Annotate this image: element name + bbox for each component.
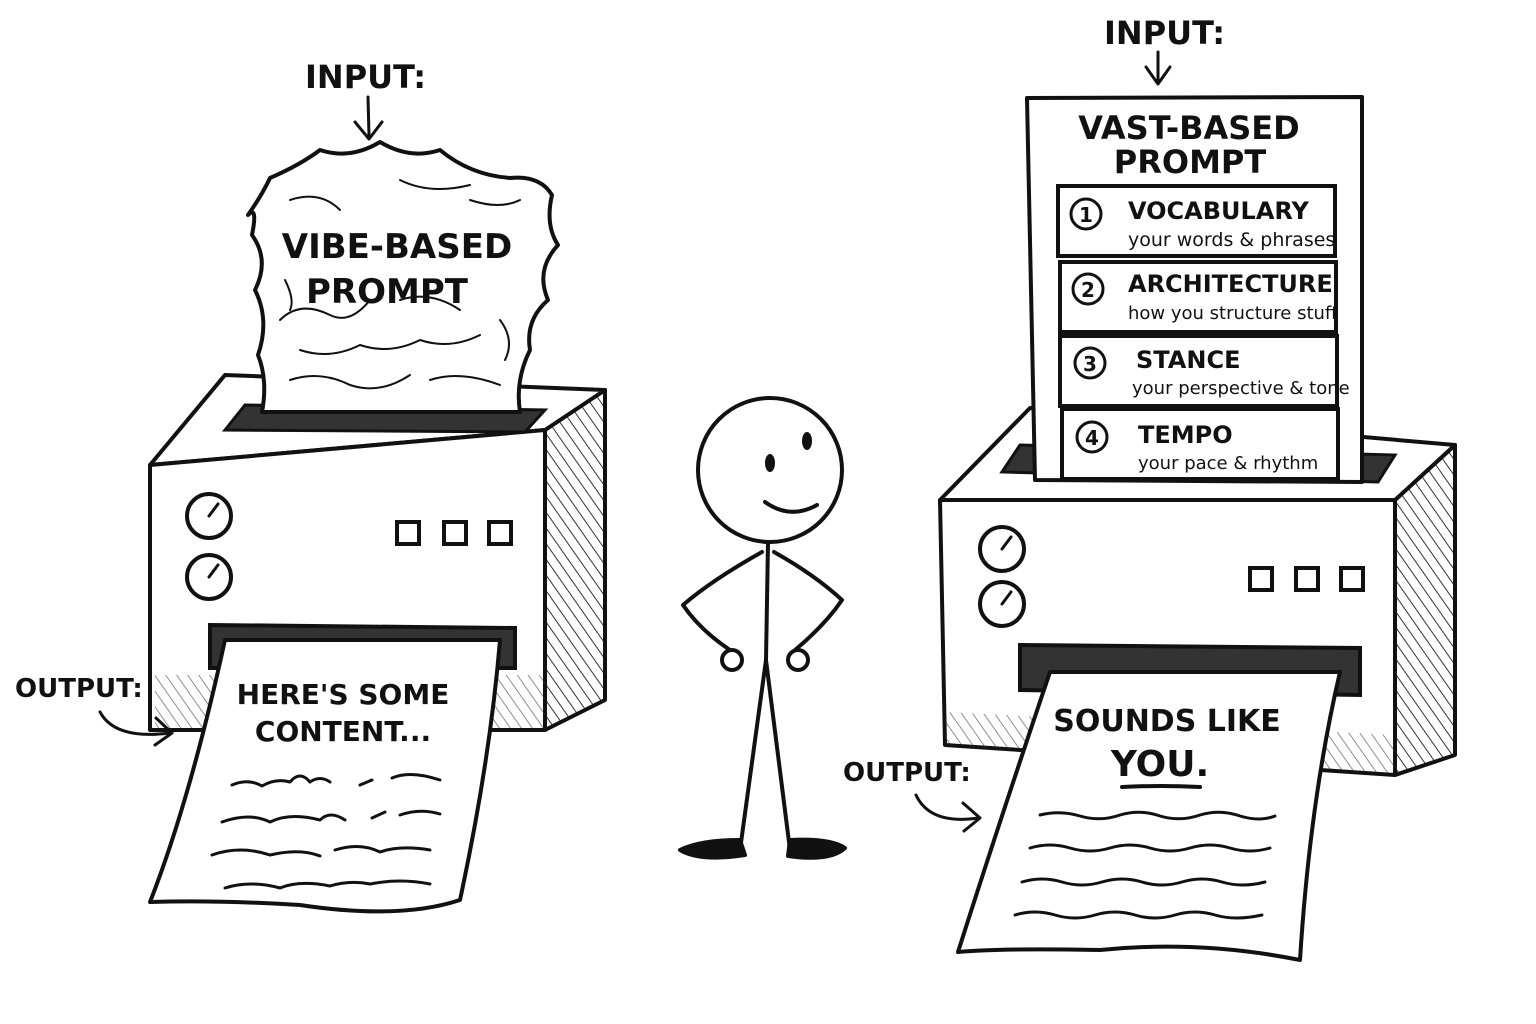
stick-figure-right-arm [772,550,844,652]
right-dial-2-icon [978,580,1026,628]
right-input-arrow-icon [1144,50,1172,86]
vibe-prompt-title-line1: VIBE-BASED [282,227,512,267]
vast-item-stance: 3 STANCE your perspective & tone [1058,334,1350,408]
left-printer-button-1 [395,520,421,546]
vast-item-desc: your words & phrases [1128,229,1335,251]
stick-figure-smile [763,500,819,514]
left-output-arrow-icon [98,710,174,747]
vast-item-title: STANCE [1136,346,1240,374]
vast-item-desc: how you structure stuff [1128,303,1338,324]
left-printer-button-3 [487,520,513,546]
vast-item-title: VOCABULARY [1128,197,1310,225]
number-badge-icon [1073,346,1107,380]
left-input-arrow-icon [353,95,384,141]
left-dial-2-icon [185,553,233,601]
vast-item-number: 3 [1083,352,1097,376]
vast-item-title: TEMPO [1138,421,1233,449]
stick-figure-left-leg [738,658,768,852]
vast-prompt-title-line2: PROMPT [1114,143,1267,181]
vast-item-number: 2 [1081,278,1095,302]
vast-prompt-title-line1: VAST-BASED [1078,109,1299,147]
you-underline [1120,784,1202,789]
stick-figure-left-eye [765,454,775,472]
left-printer-side [543,388,607,732]
stick-figure [678,396,847,860]
right-input-label: INPUT: [1104,14,1225,52]
vast-item-architecture: 2 ARCHITECTURE how you structure stuff [1058,260,1338,334]
left-output-paper [148,638,502,914]
vast-item-tempo: 4 TEMPO your pace & rhythm [1060,407,1340,481]
stick-figure-right-eye [802,432,812,450]
stick-figure-right-foot [786,837,847,860]
right-output-text-line1: SOUNDS LIKE [1053,704,1281,739]
right-printer-side [1393,443,1457,777]
vibe-prompt-title-line2: PROMPT [306,272,469,312]
left-printer: INPUT: VIBE-BASED PROMPT [15,58,607,914]
stick-figure-body [764,540,770,662]
right-output-arrow-icon [914,793,982,833]
stick-figure-right-leg [764,658,792,852]
right-output-wavy-lines [1013,810,1277,920]
vast-item-desc: your perspective & tone [1132,378,1350,399]
vast-item-title: ARCHITECTURE [1128,270,1333,298]
stick-figure-left-hand [720,648,744,672]
stick-figure-left-foot [678,838,747,860]
right-printer-button-1 [1248,566,1274,592]
vibe-prompt-paper [246,140,560,414]
crumple-lines [279,179,521,390]
right-output-paper [956,670,1342,962]
number-badge-icon [1069,197,1103,231]
right-dial-1-icon [978,525,1026,573]
left-dial-1-icon [185,492,233,540]
left-output-text-line1: HERE'S SOME [237,678,450,711]
number-badge-icon [1075,420,1109,454]
left-printer-button-2 [442,520,468,546]
right-printer: INPUT: VAST-BASED PROMPT 1 VOCABULARY yo… [843,14,1457,962]
left-output-label: OUTPUT: [15,674,143,704]
vast-item-desc: your pace & rhythm [1138,453,1318,474]
right-output-label: OUTPUT: [843,758,971,788]
vast-item-vocabulary: 1 VOCABULARY your words & phrases [1056,184,1337,258]
stick-figure-right-hand [786,648,810,672]
left-output-text-line2: CONTENT... [255,715,431,748]
stick-figure-left-arm [681,550,764,652]
number-badge-icon [1071,272,1105,306]
vast-item-number: 1 [1079,203,1093,227]
vast-item-number: 4 [1085,426,1099,450]
left-input-label: INPUT: [305,58,426,96]
right-output-text-line2: YOU. [1110,744,1209,785]
right-printer-button-2 [1294,566,1320,592]
right-printer-button-3 [1339,566,1365,592]
left-output-scribble-lines [210,773,442,890]
